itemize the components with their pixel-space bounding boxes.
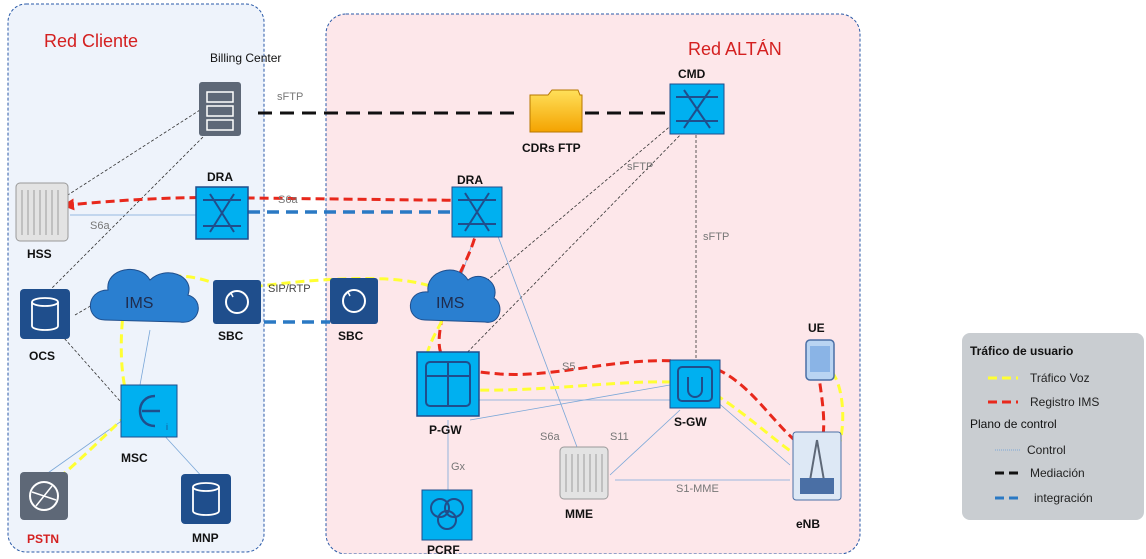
ims-cloud-icon [409, 269, 501, 323]
iface-sftp-cmd-1: sFTP [627, 161, 653, 173]
client-ims-node[interactable]: IMS [89, 269, 199, 323]
iface-gx: Gx [451, 461, 466, 473]
voice-traffic-path [45, 274, 845, 489]
pcrf-node[interactable]: PCRF [421, 489, 473, 557]
iface-s6a-mme: S6a [540, 431, 560, 443]
hss-rack-icon [15, 182, 69, 242]
hss-label: HSS [27, 247, 52, 261]
client-sbc-node[interactable]: SBC [213, 280, 261, 343]
pgw-label: P-GW [429, 423, 462, 437]
cdrs-ftp-node[interactable]: CDRs FTP [522, 89, 583, 155]
iface-sftp-billing: sFTP [277, 91, 303, 103]
control-links-dashed [47, 109, 697, 411]
mme-label: MME [565, 507, 593, 521]
hss-node[interactable]: HSS [15, 182, 69, 261]
iface-s6a-dra: S6a [278, 194, 298, 206]
legend-voice-label: Tráfico Voz [1030, 371, 1090, 385]
altan-dra-label: DRA [457, 173, 483, 187]
legend-ims-label: Registro IMS [1030, 395, 1099, 409]
sbc-icon [213, 280, 261, 324]
iface-sip-rtp: SIP/RTP [268, 283, 311, 295]
legend-box [962, 333, 1144, 520]
billing-center-label: Billing Center [210, 51, 281, 65]
iface-s6a-hss: S6a [90, 220, 110, 232]
legend-mediation-label: Mediación [1030, 466, 1085, 480]
legend-user-traffic-title: Tráfico de usuario [970, 344, 1073, 358]
pcrf-label: PCRF [427, 543, 460, 554]
iface-s11: S11 [610, 431, 629, 443]
client-dra-label: DRA [207, 170, 233, 184]
server-icon [199, 82, 241, 136]
altan-ims-label: IMS [436, 295, 464, 312]
client-ims-label: IMS [125, 295, 153, 312]
integration-links [248, 210, 450, 324]
database-icon [20, 289, 70, 339]
iface-s1-mme: S1-MME [676, 483, 719, 495]
ims-cloud-icon [89, 269, 199, 323]
pstn-label: PSTN [27, 532, 59, 546]
sgw-label: S-GW [674, 415, 707, 429]
database-icon [181, 474, 231, 524]
iface-sftp-cmd-2: sFTP [703, 231, 729, 243]
enb-node[interactable]: eNB [792, 431, 842, 531]
altan-sbc-node[interactable]: SBC [330, 278, 378, 343]
svg-text:i: i [166, 422, 168, 432]
ue-node[interactable]: UE [805, 321, 835, 381]
cdrs-ftp-label: CDRs FTP [522, 141, 581, 155]
altan-network-region [325, 13, 861, 555]
mme-node[interactable]: MME [559, 446, 609, 521]
client-dra-node[interactable]: DRA [195, 170, 249, 240]
pstn-node[interactable]: PSTN [20, 472, 68, 546]
cmd-label: CMD [678, 67, 706, 81]
altan-dra-node[interactable]: DRA [451, 173, 503, 238]
cmd-node[interactable]: CMD [669, 67, 725, 135]
sgw-node[interactable]: S-GW [669, 359, 721, 429]
mnp-label: MNP [192, 531, 219, 545]
pgw-node[interactable]: P-GW [416, 351, 480, 437]
legend: Tráfico de usuario Tráfico Voz Registro … [962, 333, 1144, 520]
legend-control-label: Control [1027, 443, 1066, 457]
ocs-label: OCS [29, 349, 55, 363]
ocs-node[interactable]: OCS [20, 289, 70, 363]
billing-center-node[interactable]: Billing Center [199, 51, 281, 136]
legend-control-title: Plano de control [970, 417, 1057, 431]
client-network-title: Red Cliente [44, 31, 138, 51]
altan-ims-node[interactable]: IMS [409, 269, 501, 323]
sbc-icon [330, 278, 378, 324]
msc-label: MSC [121, 451, 148, 465]
client-sbc-label: SBC [218, 329, 244, 343]
enb-label: eNB [796, 517, 820, 531]
msc-node[interactable]: i MSC [120, 384, 178, 465]
altan-network-title: Red ALTÁN [688, 39, 782, 59]
mnp-node[interactable]: MNP [181, 474, 231, 545]
altan-sbc-label: SBC [338, 329, 364, 343]
ue-label: UE [808, 321, 825, 335]
iface-s5: S5 [562, 361, 575, 373]
folder-icon [529, 89, 583, 133]
legend-integration-label: integración [1034, 491, 1093, 505]
